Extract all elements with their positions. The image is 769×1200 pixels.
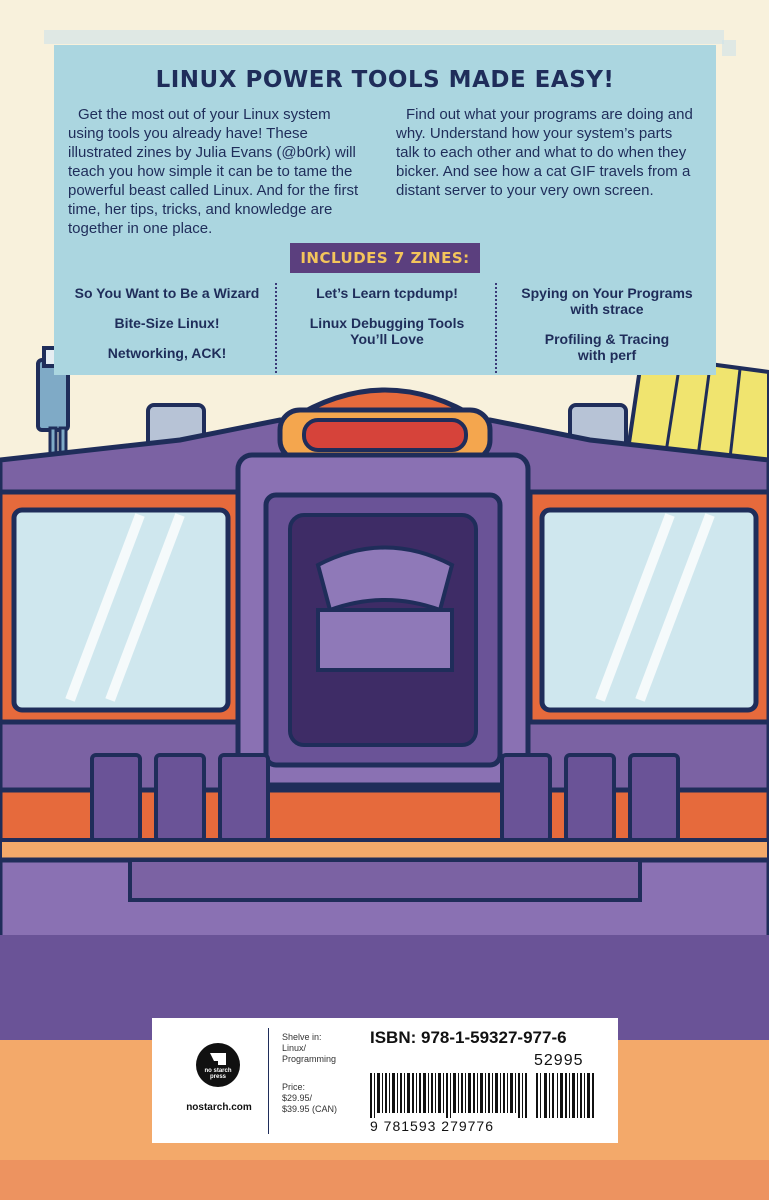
zine-column: So You Want to Be a Wizard Bite-Size Lin… — [62, 285, 272, 375]
barcode-icon — [370, 1073, 527, 1118]
zine-title: So You Want to Be a Wizard — [74, 285, 260, 301]
publisher-website: nostarch.com — [186, 1102, 252, 1113]
barcode-box: no starch press nostarch.com Shelve in: … — [152, 1018, 618, 1143]
description-right: Find out what your programs are doing an… — [396, 106, 693, 199]
right-window — [539, 507, 759, 713]
zine-column: Let’s Learn tcpdump! Linux Debugging Too… — [282, 285, 492, 361]
left-window — [11, 507, 231, 713]
clips — [90, 753, 680, 843]
column-divider — [495, 283, 497, 373]
price-barcode-icon — [536, 1073, 594, 1118]
dot-pattern — [44, 30, 736, 56]
zine-title: Let’s Learn tcpdump! — [316, 285, 458, 301]
zine-column: Spying on Your Programs with strace Prof… — [502, 285, 712, 377]
center-lock — [235, 452, 531, 788]
box-divider — [268, 1028, 269, 1134]
publisher-logo-mark — [210, 1053, 226, 1065]
column-divider — [275, 283, 277, 373]
zine-title: Profiling & Tracing with perf — [544, 331, 670, 363]
bottom-dot-pattern — [0, 1160, 769, 1200]
left-window-glare — [65, 513, 185, 702]
zine-title: Linux Debugging Tools You’ll Love — [309, 315, 465, 347]
info-panel: LINUX POWER TOOLS MADE EASY! Get the mos… — [54, 45, 716, 375]
zine-title: Networking, ACK! — [107, 345, 227, 361]
shelve-in: Shelve in: Linux/ Programming — [282, 1032, 337, 1064]
page-title: LINUX POWER TOOLS MADE EASY! — [155, 67, 615, 93]
publisher-logo-icon: no starch press — [196, 1043, 240, 1087]
description-left: Get the most out of your Linux system us… — [68, 106, 359, 237]
right-window-glare — [595, 513, 715, 702]
publisher-logo-text: no starch press — [204, 1068, 232, 1080]
zine-title: Bite-Size Linux! — [114, 315, 220, 331]
price-code: 52995 — [534, 1052, 584, 1069]
price: Price: $29.95/ $39.95 (CAN) — [282, 1082, 338, 1114]
zine-title: Spying on Your Programs with strace — [521, 285, 693, 317]
barcode-number: 9 781593 279776 — [370, 1118, 494, 1134]
handle-dome — [277, 387, 493, 463]
isbn: ISBN: 978-1-59327-977-6 — [370, 1028, 567, 1047]
zines-badge: INCLUDES 7 ZINES: — [290, 243, 480, 273]
